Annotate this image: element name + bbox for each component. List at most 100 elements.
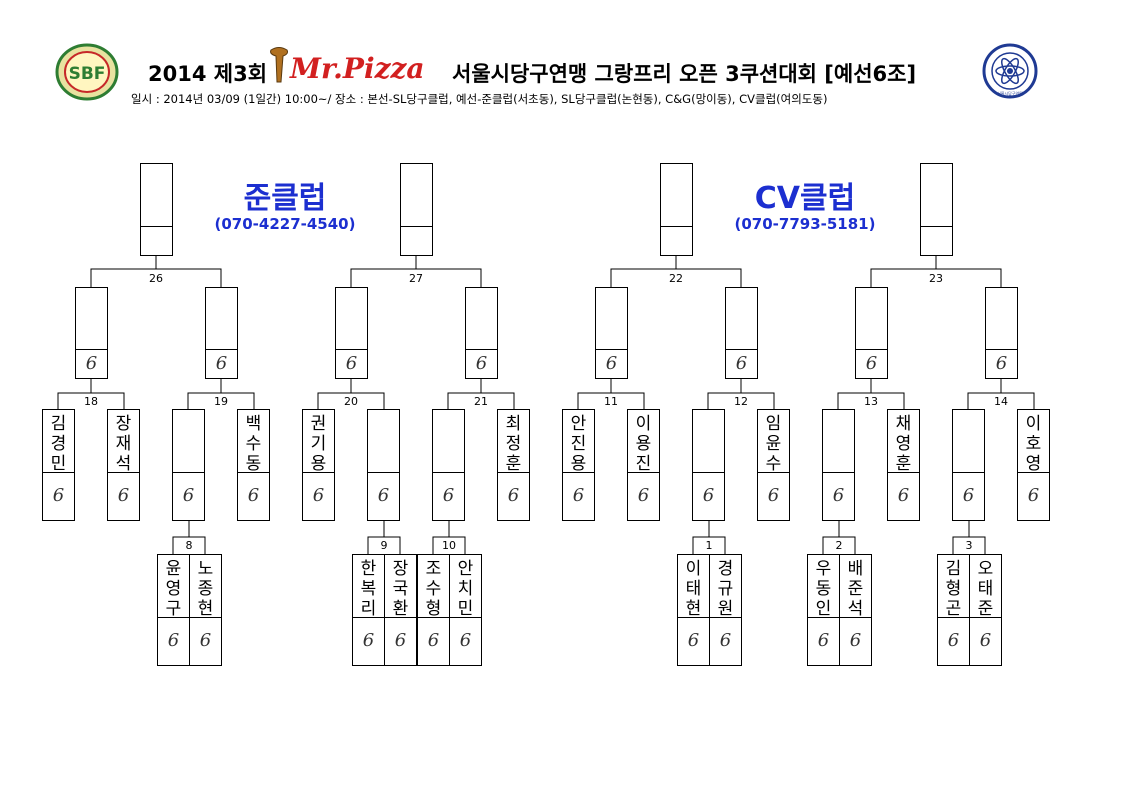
player-score: 6 — [247, 485, 260, 506]
player-score: 6 — [507, 485, 520, 506]
player-score: 6 — [427, 630, 440, 651]
final-slot-22 — [660, 163, 693, 256]
player-score: 6 — [849, 630, 862, 651]
player-name — [368, 410, 399, 473]
match-number: 12 — [734, 395, 748, 408]
player-score: 6 — [377, 485, 390, 506]
match-number: 27 — [409, 272, 423, 285]
player-slot: 6 — [822, 409, 855, 521]
player-score: 6 — [312, 485, 325, 506]
player-score: 6 — [832, 485, 845, 506]
final-slot-23 — [920, 163, 953, 256]
title-brand: Mr.Pizza — [290, 52, 425, 85]
player-score: 6 — [52, 485, 65, 506]
player-score: 6 — [767, 485, 780, 506]
player-score: 6 — [947, 630, 960, 651]
player-score: 6 — [199, 630, 212, 651]
player-score: 6 — [897, 485, 910, 506]
match-number: 8 — [185, 539, 193, 552]
player-score: 6 — [962, 485, 975, 506]
bracket-slot: 6 — [985, 287, 1018, 379]
match-number: 21 — [474, 395, 488, 408]
player-slot: 6 — [172, 409, 205, 521]
final-slot-27 — [400, 163, 433, 256]
match-number: 9 — [380, 539, 388, 552]
match-number: 18 — [84, 395, 98, 408]
club-phone: (070-4227-4540) — [214, 215, 356, 233]
player-score: 6 — [719, 630, 732, 651]
player-score: 6 — [167, 630, 180, 651]
match-number: 26 — [149, 272, 163, 285]
match-number: 22 — [669, 272, 683, 285]
final-slot-26 — [140, 163, 173, 256]
bracket-slot: 6 — [335, 287, 368, 379]
player-slot: 6 — [432, 409, 465, 521]
player-score: 6 — [687, 630, 700, 651]
match-number: 2 — [835, 539, 843, 552]
player-score: 6 — [394, 630, 407, 651]
player-slot: 6 — [367, 409, 400, 521]
match-number: 13 — [864, 395, 878, 408]
title-main: 서울시당구연맹 그랑프리 오픈 3쿠션대회 [예선6조] — [452, 62, 917, 86]
player-score: 6 — [1027, 485, 1040, 506]
match-number: 20 — [344, 395, 358, 408]
event-info: 일시 : 2014년 03/09 (1일간) 10:00~/ 장소 : 본선-S… — [131, 92, 828, 106]
match-number: 10 — [442, 539, 456, 552]
player-score: 6 — [702, 485, 715, 506]
sbf-logo: SBF — [55, 43, 119, 101]
pizza-chef-icon — [270, 47, 288, 83]
club-name: 준클럽 — [243, 181, 327, 216]
bracket-slot: 6 — [465, 287, 498, 379]
player-name — [173, 410, 204, 473]
player-slot: 6 — [692, 409, 725, 521]
player-score: 6 — [572, 485, 585, 506]
player-score: 6 — [117, 485, 130, 506]
player-score: 6 — [442, 485, 455, 506]
bracket-slot: 6 — [855, 287, 888, 379]
player-name — [433, 410, 464, 473]
player-name — [953, 410, 984, 473]
match-number: 11 — [604, 395, 618, 408]
player-name — [823, 410, 854, 473]
player-name — [693, 410, 724, 473]
player-score: 6 — [637, 485, 650, 506]
title-year-round: 2014 제3회 — [148, 62, 268, 86]
bracket-slot: 6 — [75, 287, 108, 379]
svg-text:SBF: SBF — [69, 64, 106, 84]
player-score: 6 — [817, 630, 830, 651]
player-score: 6 — [362, 630, 375, 651]
